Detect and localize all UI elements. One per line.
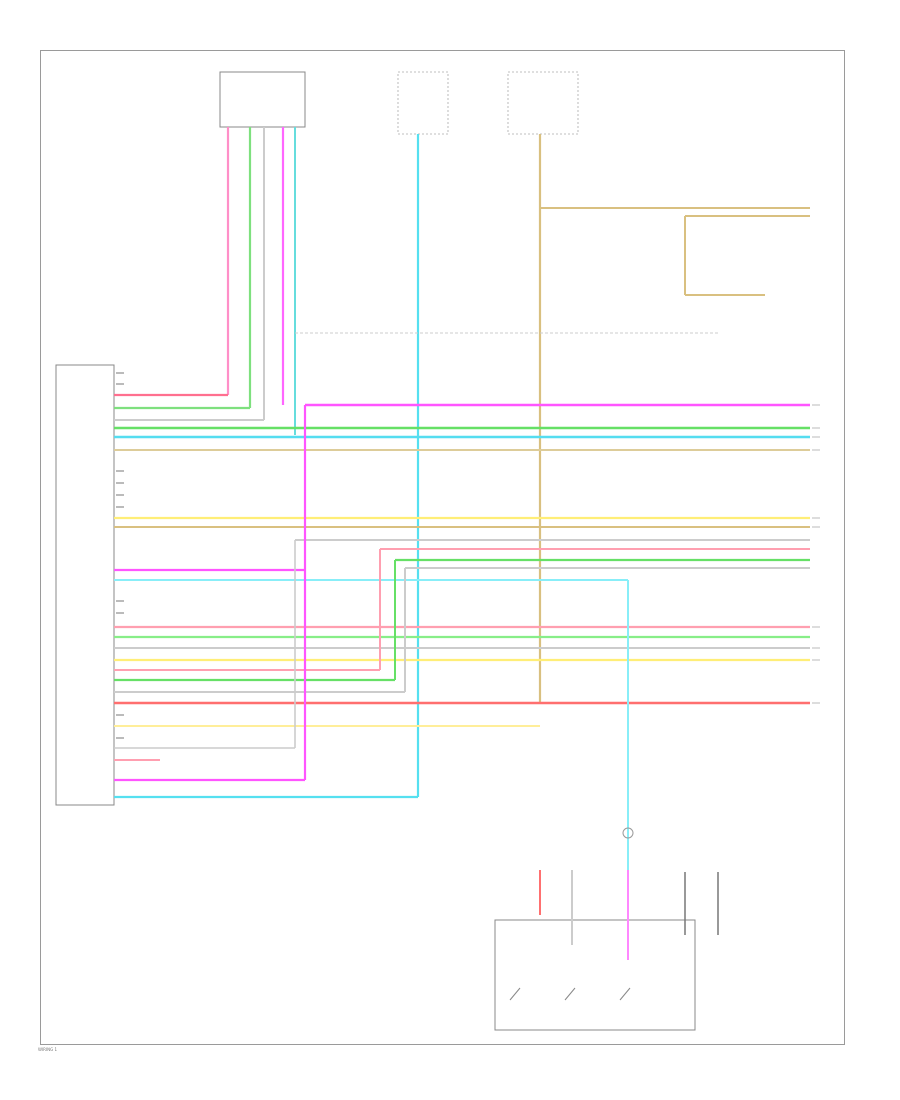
switch-symbol-1 — [509, 987, 521, 1001]
connector-circle — [622, 827, 634, 839]
fuse-box-right — [507, 71, 579, 135]
module-pin-marks — [116, 372, 124, 739]
main-control-module — [55, 364, 115, 806]
control-unit-box — [219, 71, 306, 128]
page-marker: WIRING 1 — [38, 1047, 58, 1052]
diagram-frame — [40, 50, 845, 1045]
switch-symbol-3 — [619, 987, 631, 1001]
fuse-box-left — [397, 71, 449, 135]
right-connector-ticks — [812, 404, 820, 704]
switch-assembly-box — [494, 919, 696, 1031]
switch-symbol-2 — [564, 987, 576, 1001]
